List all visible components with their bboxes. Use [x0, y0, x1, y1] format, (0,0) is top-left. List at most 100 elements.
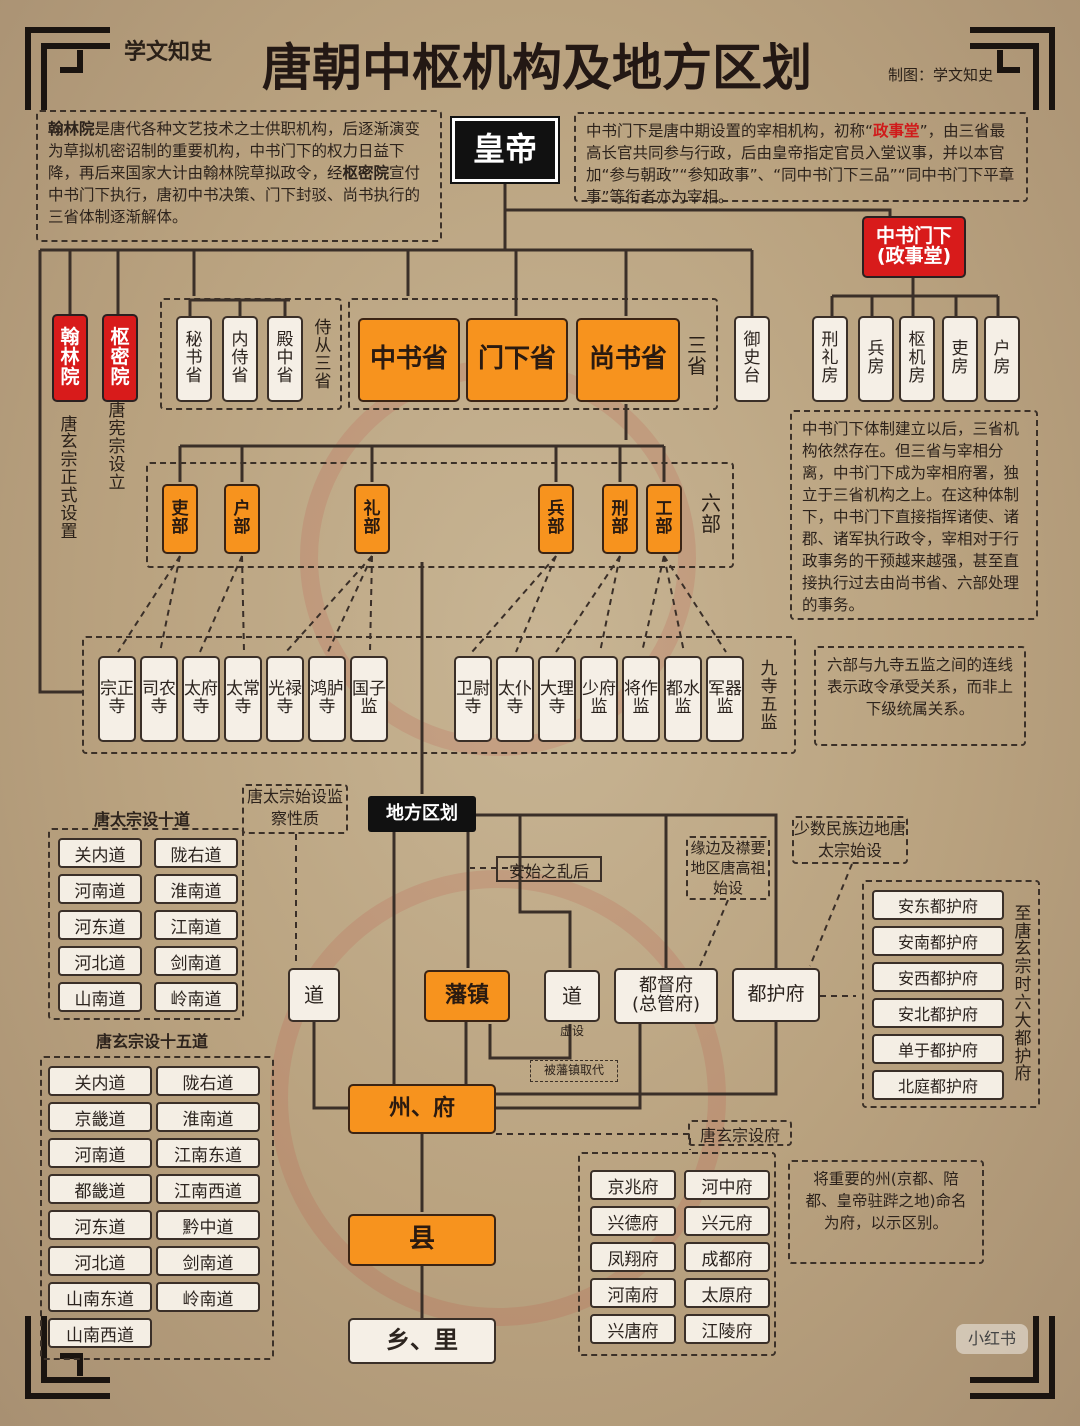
- taizong-dao-item: 剑南道: [154, 946, 238, 976]
- jiusi-box: 国子监: [350, 656, 388, 742]
- xian-box: 县: [348, 1214, 496, 1266]
- liubu-box: 礼部: [354, 484, 390, 554]
- fu-item: 兴元府: [684, 1206, 770, 1236]
- sansheng-box: 中书省: [358, 318, 460, 402]
- liubu-box: 工部: [646, 484, 682, 554]
- taizong-dao-item: 河东道: [58, 910, 142, 940]
- xuanzong-dao-item: 河东道: [48, 1210, 152, 1240]
- room-box: 吏房: [942, 316, 978, 402]
- zhoufu-box: 州、府: [348, 1084, 496, 1134]
- duhu-group: [862, 880, 1040, 1108]
- xuanzong-dao-item: 陇右道: [156, 1066, 260, 1096]
- sansheng-box: 门下省: [466, 318, 568, 402]
- jiusi-box: 卫尉寺: [454, 656, 492, 742]
- xuanzong-dao-item: 淮南道: [156, 1102, 260, 1132]
- taizong-dao-item: 河北道: [58, 946, 142, 976]
- liubu-box: 刑部: [602, 484, 638, 554]
- anshi-label: 安始之乱后: [496, 856, 602, 882]
- jiusi-box: 都水监: [664, 656, 702, 742]
- dao2-box: 道: [544, 970, 600, 1022]
- xuanzong-dao-item: 江南东道: [156, 1138, 260, 1168]
- duhu-note: 少数民族边地唐太宗始设: [792, 816, 908, 864]
- xuanzong-dao-item: 江南西道: [156, 1174, 260, 1204]
- jiusi-box: 将作监: [622, 656, 660, 742]
- jiusi-box: 太常寺: [224, 656, 262, 742]
- liubu-box: 户部: [224, 484, 260, 554]
- taizong-dao-note: 唐太宗始设监察性质: [242, 784, 348, 834]
- hanlin-note: 翰林院是唐代各种文艺技术之士供职机构，后逐渐演变为草拟机密诏制的重要机构，中书门…: [36, 110, 442, 242]
- sansheng-box: 尚书省: [576, 318, 680, 402]
- fu-item: 凤翔府: [590, 1242, 676, 1272]
- fu-item: 兴德府: [590, 1206, 676, 1236]
- logo: 学文知史: [124, 40, 213, 65]
- taizong-dao-item: 关内道: [58, 838, 142, 868]
- duhu-item: 北庭都护府: [872, 1070, 1004, 1100]
- solid-connectors: [38, 182, 1000, 1318]
- dudu-note: 缘边及襟要地区唐高祖始设: [686, 836, 770, 900]
- dudufu-box: 都督府(总管府): [614, 968, 718, 1024]
- shicong-box: 秘书省: [176, 316, 212, 402]
- duhu-item: 安西都护府: [872, 962, 1004, 992]
- local-title: 地方区划: [368, 796, 476, 832]
- duhu-item: 单于都护府: [872, 1034, 1004, 1064]
- taizong-dao-item: 山南道: [58, 982, 142, 1012]
- xuanzong-dao-item: 河北道: [48, 1246, 152, 1276]
- zhongshu-note: 中书门下是唐中期设置的宰相机构，初称“政事堂”，由三省最高长官共同参与行政，后由…: [574, 112, 1028, 206]
- shumi-box: 枢密院: [102, 314, 138, 402]
- jiusi-group: [82, 636, 796, 754]
- duhu-item: 安东都护府: [872, 890, 1004, 920]
- liubu-group: [146, 462, 734, 568]
- xuanzong-fu-note: 唐玄宗设府: [688, 1120, 792, 1146]
- xuanzong-dao-item: 山南东道: [48, 1282, 152, 1312]
- duhufu-box: 都护府: [732, 968, 820, 1022]
- xuanzong-dao-item: 关内道: [48, 1066, 152, 1096]
- frame-corners: [25, 27, 1055, 1399]
- taizong-dao-item: 淮南道: [154, 874, 238, 904]
- taizong-dao-group: [48, 828, 244, 1020]
- xuanzong-dao-group: [40, 1056, 274, 1360]
- shicong-box: 内侍省: [222, 316, 258, 402]
- shicong-group: [160, 298, 342, 410]
- fu-group: [578, 1152, 776, 1356]
- jiusi-box: 太仆寺: [496, 656, 534, 742]
- room-box: 兵房: [858, 316, 894, 402]
- jiusi-label: 九寺五监: [760, 659, 778, 733]
- taizong-dao-item: 江南道: [154, 910, 238, 940]
- jiusi-box: 太府寺: [182, 656, 220, 742]
- liubu-label: 六部: [701, 491, 721, 536]
- fu-item: 太原府: [684, 1278, 770, 1308]
- xuanzong-dao-item: 河南道: [48, 1138, 152, 1168]
- fu-item: 京兆府: [590, 1170, 676, 1200]
- dao-box: 道: [288, 968, 340, 1022]
- duhu-item: 安北都护府: [872, 998, 1004, 1028]
- credit: 制图：学文知史: [888, 66, 994, 84]
- shicong-label: 侍从三省: [314, 318, 332, 392]
- sansheng-group: [348, 298, 718, 410]
- jiusi-box: 宗正寺: [98, 656, 136, 742]
- xuanzong-dao-title: 唐玄宗设十五道: [95, 1032, 208, 1051]
- jiusi-box: 大理寺: [538, 656, 576, 742]
- shicong-box: 殿中省: [267, 316, 303, 402]
- hanlin-box: 翰林院: [52, 314, 88, 402]
- xuanzong-dao-item: 岭南道: [156, 1282, 260, 1312]
- shumi-note-label: 唐宪宗设立: [108, 401, 126, 493]
- room-box: 刑礼房: [812, 316, 848, 402]
- fanzhen-box: 藩镇: [424, 970, 510, 1022]
- xuanzong-dao-item: 京畿道: [48, 1102, 152, 1132]
- jiusi-box: 光禄寺: [266, 656, 304, 742]
- sansheng-label: 三省: [687, 333, 707, 378]
- zhongshumenxia-box: 中书门下(政事堂): [862, 216, 966, 278]
- duhu-item: 安南都护府: [872, 926, 1004, 956]
- xuanzong-dao-item: 剑南道: [156, 1246, 260, 1276]
- xiangli-box: 乡、里: [348, 1318, 496, 1364]
- xuanzong-dao-item: 山南西道: [48, 1318, 152, 1348]
- liubu-box: 兵部: [538, 484, 574, 554]
- fu-item: 河中府: [684, 1170, 770, 1200]
- dao2-sub: 虚设: [559, 1024, 584, 1038]
- taizong-dao-title: 唐太宗设十道: [93, 810, 190, 829]
- fu-item: 河南府: [590, 1278, 676, 1308]
- jiusi-box: 司农寺: [140, 656, 178, 742]
- room-box: 枢机房: [899, 316, 935, 402]
